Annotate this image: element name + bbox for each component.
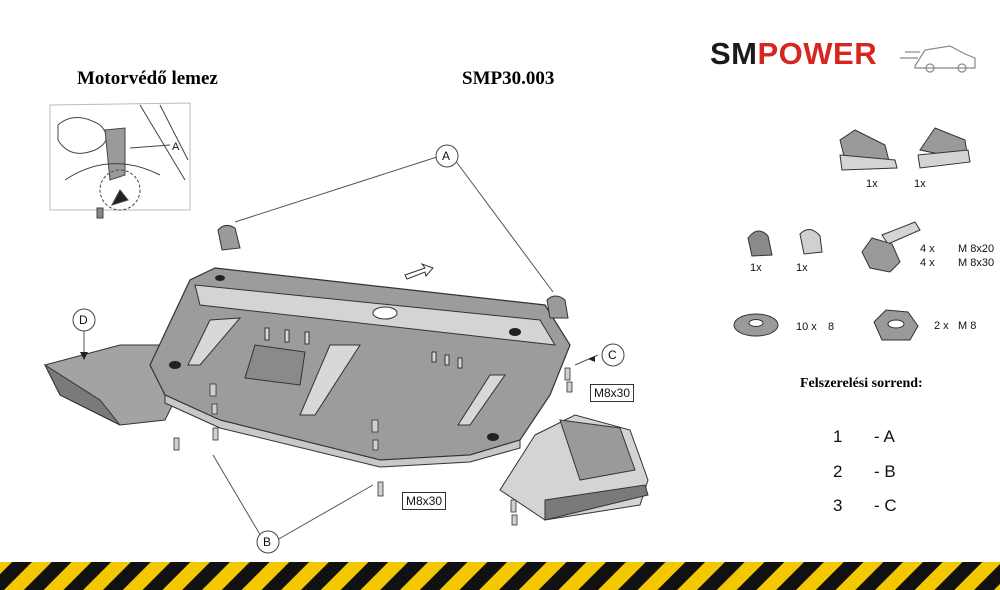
logo-text-power: POWER: [757, 36, 878, 71]
bolt-callout-bottom: M8x30: [402, 492, 447, 510]
order-step-3-num: 3: [833, 496, 843, 515]
washer-qty: 10 x: [796, 321, 817, 333]
callout-d-circle: [72, 308, 96, 332]
callout-a-label: A: [442, 149, 451, 163]
bolt-2-qty: 4 x: [920, 257, 935, 269]
install-order-title: Felszerelési sorrend:: [800, 376, 923, 391]
drawing-bolts: [173, 367, 573, 526]
bracket-a-right: [546, 295, 569, 319]
bolt-2-spec: M 8x30: [958, 257, 995, 269]
order-step-2-letter: - B: [874, 462, 896, 481]
bracket-right-qty: 1x: [914, 178, 926, 190]
inset-label: A: [172, 141, 180, 153]
part-bracket-large-left: [839, 129, 898, 171]
part-clip-right-icon: [799, 229, 823, 255]
logo-car-icon: [900, 45, 976, 73]
nut-qty: 2 x: [934, 320, 949, 332]
bolt-callout-right: M8x30: [590, 384, 635, 402]
bolt-1-qty: 4 x: [920, 243, 935, 255]
callout-b-circle: [256, 530, 280, 554]
order-step-1-num: 1: [833, 427, 843, 446]
part-washer-icon: [733, 313, 779, 337]
part-clip-left-icon: [747, 230, 773, 257]
callout-c-circle: [601, 343, 625, 367]
callout-d-label: D: [79, 313, 88, 327]
order-step-2-num: 2: [833, 462, 843, 481]
nut-spec: M 8: [958, 320, 977, 332]
hazard-stripe: [0, 562, 1000, 590]
part-nut-icon: [873, 309, 919, 341]
bracket-left-qty: 1x: [866, 178, 878, 190]
washer-spec: 8: [828, 321, 835, 333]
part-bracket-large-right: [917, 127, 971, 169]
order-step-1-letter: - A: [874, 427, 895, 446]
callout-a-circle: [435, 144, 459, 168]
clip-left-qty: 1x: [750, 262, 762, 274]
bracket-a-left: [217, 224, 241, 251]
direction-arrow-icon: [404, 262, 434, 280]
product-code: SMP30.003: [462, 68, 555, 89]
callout-c-label: C: [608, 348, 617, 362]
clip-right-qty: 1x: [796, 262, 808, 274]
callout-b-label: B: [263, 535, 272, 549]
part-bolt-icon: [861, 221, 921, 273]
order-step-3-letter: - C: [874, 496, 897, 515]
product-title: Motorvédő lemez: [77, 68, 218, 89]
logo-text-sm: SM: [710, 36, 758, 71]
inset-sketch: [49, 102, 191, 219]
bolt-1-spec: M 8x20: [958, 243, 995, 255]
smpower-logo: SMPOWER: [710, 36, 877, 72]
